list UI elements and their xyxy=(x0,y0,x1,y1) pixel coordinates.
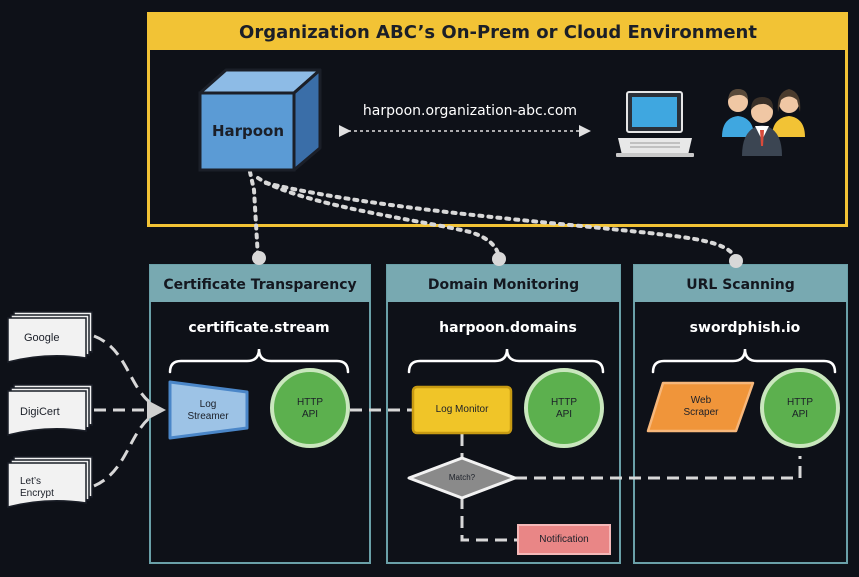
log-monitor-label: Log Monitor xyxy=(435,404,489,415)
connector-dot-url xyxy=(729,254,743,268)
panel-title-dm: Domain Monitoring xyxy=(427,277,580,293)
notification-label: Notification xyxy=(539,534,589,545)
service-name-ct[interactable]: certificate.stream xyxy=(188,320,330,336)
laptop-icon xyxy=(616,91,694,157)
service-name-dm[interactable]: harpoon.domains xyxy=(439,320,577,336)
service-name-url[interactable]: swordphish.io xyxy=(689,320,801,336)
connector-dot-ct xyxy=(252,251,266,265)
source-label-digicert: DigiCert xyxy=(20,406,60,418)
http-api-label-url: HTTP API xyxy=(786,397,814,420)
log-streamer-node xyxy=(168,380,249,440)
connector-dot-dm xyxy=(492,252,506,266)
http-api-label-ct: HTTP API xyxy=(296,397,324,420)
panel-title-ct: Certificate Transparency xyxy=(163,277,357,293)
source-doc-digicert xyxy=(7,384,93,436)
braces xyxy=(168,348,837,374)
environment-title: Organization ABC’s On-Prem or Cloud Envi… xyxy=(239,22,757,43)
match-label: Match? xyxy=(448,473,476,482)
users-icon xyxy=(722,89,805,156)
environment-header xyxy=(150,15,845,50)
log-streamer-label: Log Streamer xyxy=(187,399,229,422)
web-scraper-node xyxy=(646,381,755,433)
web-scraper-label: Web Scraper xyxy=(683,395,719,418)
harpoon-connectors xyxy=(248,170,738,262)
harpoon-label: Harpoon xyxy=(211,122,285,140)
notification-node xyxy=(517,524,611,555)
log-monitor-node xyxy=(411,385,513,435)
source-doc-letsencrypt xyxy=(7,456,93,508)
panel-title-url: URL Scanning xyxy=(686,277,795,293)
cube-icon xyxy=(198,68,322,172)
http-api-node-url xyxy=(760,368,840,448)
panel-domain-monitoring xyxy=(386,264,621,564)
http-api-node-ct xyxy=(270,368,350,448)
environment-box xyxy=(147,12,848,227)
http-api-node-dm xyxy=(524,368,604,448)
match-diamond xyxy=(407,456,517,500)
http-api-label-dm: HTTP API xyxy=(550,397,578,420)
harpoon-url[interactable]: harpoon.organization-abc.com xyxy=(362,103,578,119)
source-label-google: Google xyxy=(24,332,60,344)
source-doc-google xyxy=(7,311,93,363)
flow-arrowhead xyxy=(147,400,166,420)
source-label-letsencrypt: Let’s Encrypt xyxy=(20,476,54,499)
flow-lines xyxy=(93,334,802,542)
